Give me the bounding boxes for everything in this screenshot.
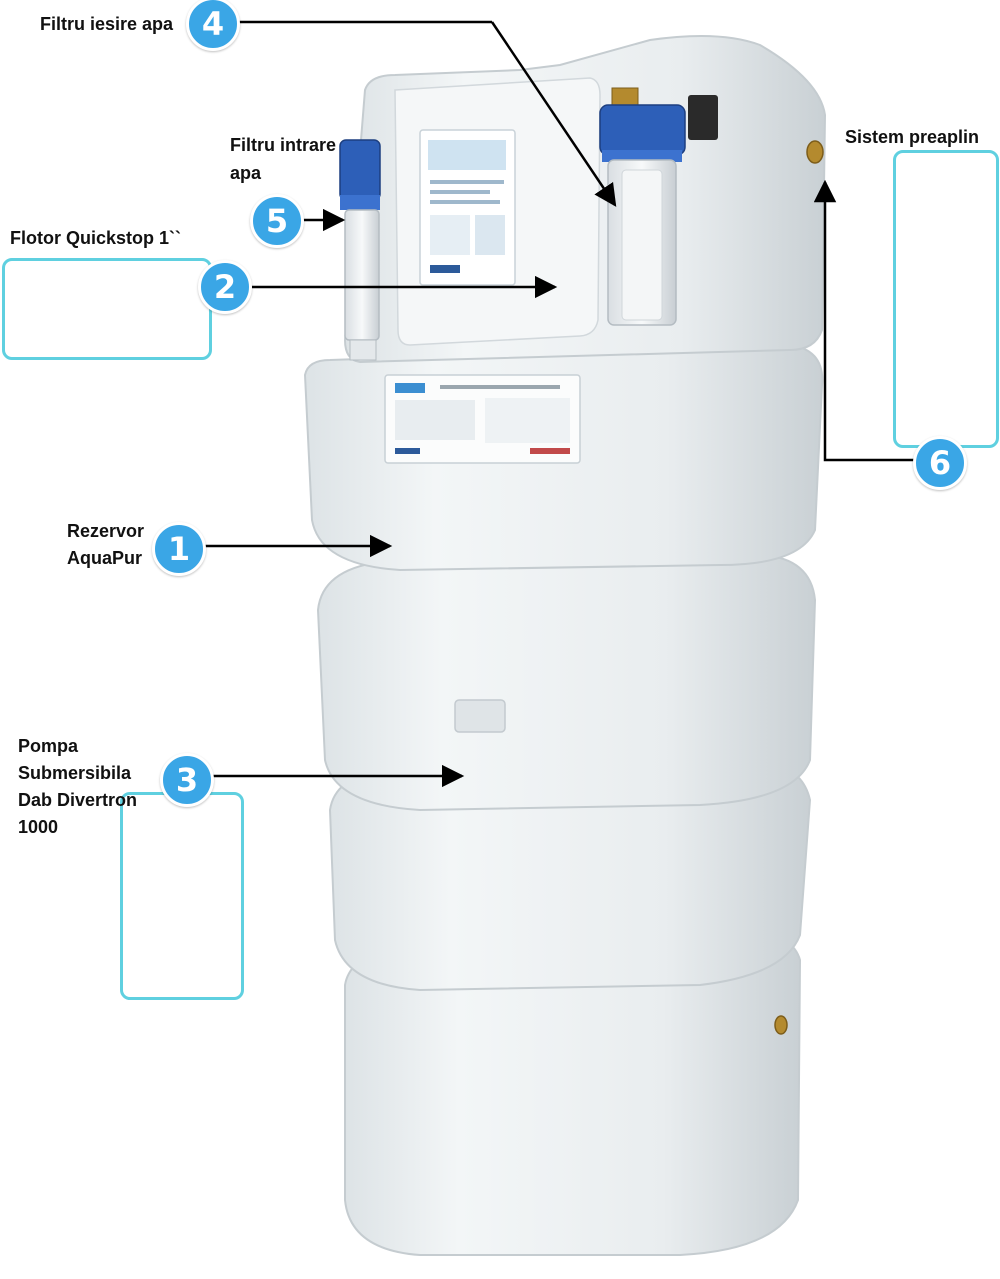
badge-1: 1 <box>152 522 206 576</box>
overflow-fitting <box>806 140 824 164</box>
label-pompa-2: Submersibila <box>18 763 132 783</box>
tank-handle-slot <box>454 699 506 733</box>
badge-4: 4 <box>186 0 240 51</box>
label-pompa-4: 1000 <box>18 817 59 837</box>
bottom-side-fitting <box>774 1015 788 1035</box>
label-filtru-intrare-2: apa <box>230 163 262 183</box>
label-pompa-1: Pompa <box>18 736 79 756</box>
outlet-filter <box>599 87 718 326</box>
badge-6: 6 <box>913 436 967 490</box>
inlet-filter <box>339 139 381 361</box>
arrow-6 <box>813 179 915 462</box>
water-tank <box>303 35 827 1256</box>
callout-arrows <box>202 20 915 788</box>
label-filtru-intrare-1: Filtru intrare <box>230 135 337 155</box>
badge-5: 5 <box>250 194 304 248</box>
badge-2: 2 <box>198 260 252 314</box>
label-rezervor-1: Rezervor <box>67 521 145 541</box>
inset-float-valve <box>2 258 212 360</box>
label-rezervor-2: AquaPur <box>67 548 143 568</box>
tank-segment-second <box>316 553 817 812</box>
label-sistem-preaplin: Sistem preaplin <box>845 127 980 147</box>
label-filtru-iesire: Filtru iesire apa <box>40 14 174 34</box>
label-flotor: Flotor Quickstop 1`` <box>10 228 181 248</box>
badge-3: 3 <box>160 753 214 807</box>
inset-overflow-system <box>893 150 999 448</box>
arrow-4-diag <box>490 21 617 207</box>
inset-submersible-pump <box>120 792 244 1000</box>
label-pompa-3: Dab Divertron <box>18 790 138 810</box>
